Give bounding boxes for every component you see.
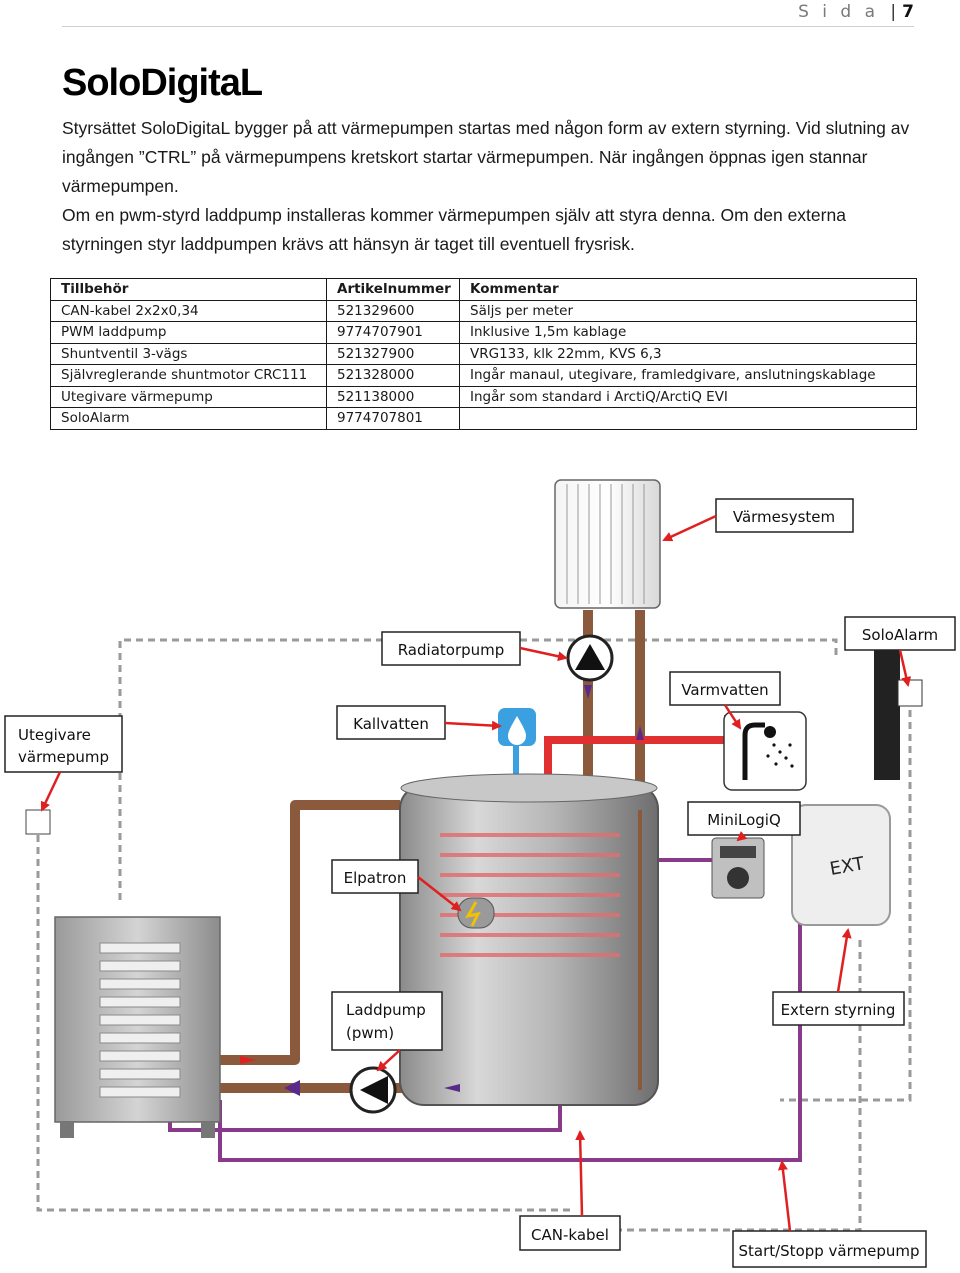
label-extern-styrning: Extern styrning [772, 991, 905, 1026]
label-start-stopp: Start/Stopp värmepump [732, 1230, 927, 1268]
svg-text:Radiatorpump: Radiatorpump [398, 641, 505, 659]
table-cell: 9774707801 [326, 407, 460, 430]
label-minilogiq: MiniLogiQ [687, 801, 801, 836]
callout-arrows [40, 514, 912, 1232]
intro-text: Styrsättet SoloDigitaL bygger på att vär… [62, 114, 912, 259]
table-cell: Utegivare värmepump [50, 385, 327, 408]
page-header: S i d a |7 [62, 0, 914, 27]
table-cell: Ingår som standard i ArctiQ/ArctiQ EVI [459, 385, 917, 408]
table-cell: SoloAlarm [50, 407, 327, 430]
flow-arrows [240, 685, 644, 1096]
minilogiq-device [711, 837, 765, 899]
svg-text:CAN-kabel: CAN-kabel [531, 1226, 609, 1244]
charge-pump-icon [349, 1066, 397, 1114]
table-header-row: Tillbehör Artikelnummer Kommentar [50, 278, 917, 301]
table-cell: Shuntventil 3-vägs [50, 342, 327, 365]
svg-text:(pwm): (pwm) [346, 1024, 394, 1042]
system-diagram: EXT Värmesystem Radiatorpump SoloAlarm V… [4, 479, 956, 1268]
soloalarm-device [874, 650, 923, 780]
svg-text:Värmesystem: Värmesystem [733, 508, 835, 526]
label-laddpump: Laddpump (pwm) [331, 991, 443, 1051]
svg-text:Varmvatten: Varmvatten [681, 681, 768, 699]
water-drop-icon [498, 708, 536, 746]
svg-text:MiniLogiQ: MiniLogiQ [707, 811, 781, 829]
outdoor-sensor-icon [25, 809, 51, 835]
water-tank [399, 773, 659, 1106]
label-soloalarm: SoloAlarm [844, 616, 956, 651]
intro-paragraph-1: Styrsättet SoloDigitaL bygger på att vär… [62, 118, 910, 196]
page-title: SoloDigitaL [62, 62, 263, 104]
svg-text:Utegivare: Utegivare [18, 726, 91, 744]
electric-heater-icon [457, 897, 495, 929]
table-cell: Självreglerande shuntmotor CRC111 [50, 364, 327, 387]
svg-text:Start/Stopp värmepump: Start/Stopp värmepump [738, 1242, 919, 1260]
table-cell: Ingår manaul, utegivare, framledgivare, … [459, 364, 917, 387]
ext-box: EXT [791, 804, 891, 926]
label-utegivare: Utegivare värmepump [4, 715, 123, 773]
table-cell: CAN-kabel 2x2x0,34 [50, 299, 327, 322]
svg-text:Kallvatten: Kallvatten [353, 715, 429, 733]
table-cell: 521329600 [326, 299, 460, 322]
table-cell: 521138000 [326, 385, 460, 408]
table-cell: 9774707901 [326, 321, 460, 344]
column-header: Kommentar [459, 278, 917, 301]
start-stop-cable [218, 920, 802, 1162]
radiator-pump-icon [566, 634, 614, 682]
table-cell: 521328000 [326, 364, 460, 387]
label-elpatron: Elpatron [331, 859, 419, 894]
page-number: S i d a |7 [798, 2, 914, 22]
table-cell: PWM laddpump [50, 321, 327, 344]
label-varmesystem: Värmesystem [715, 498, 854, 533]
intro-paragraph-2: Om en pwm-styrd laddpump installeras kom… [62, 205, 846, 254]
table-cell: VRG133, klk 22mm, KVS 6,3 [459, 342, 917, 365]
label-radiatorpump: Radiatorpump [381, 631, 521, 666]
table-cell [459, 407, 917, 430]
svg-text:Extern styrning: Extern styrning [781, 1001, 896, 1019]
label-can-kabel: CAN-kabel [519, 1215, 621, 1251]
radiator [554, 479, 661, 609]
table-cell: 521327900 [326, 342, 460, 365]
accessories-table: Tillbehör Artikelnummer Kommentar CAN-ka… [50, 278, 917, 430]
svg-text:Laddpump: Laddpump [346, 1001, 426, 1019]
heat-pump [54, 916, 221, 1138]
column-header: Tillbehör [50, 278, 327, 301]
table-cell: Inklusive 1,5m kablage [459, 321, 917, 344]
label-varmvatten: Varmvatten [669, 671, 781, 706]
column-header: Artikelnummer [326, 278, 460, 301]
label-kallvatten: Kallvatten [336, 705, 446, 740]
svg-text:värmepump: värmepump [18, 748, 109, 766]
svg-text:SoloAlarm: SoloAlarm [862, 626, 938, 644]
svg-text:Elpatron: Elpatron [344, 869, 407, 887]
shower-icon [723, 711, 807, 791]
table-cell: Säljs per meter [459, 299, 917, 322]
